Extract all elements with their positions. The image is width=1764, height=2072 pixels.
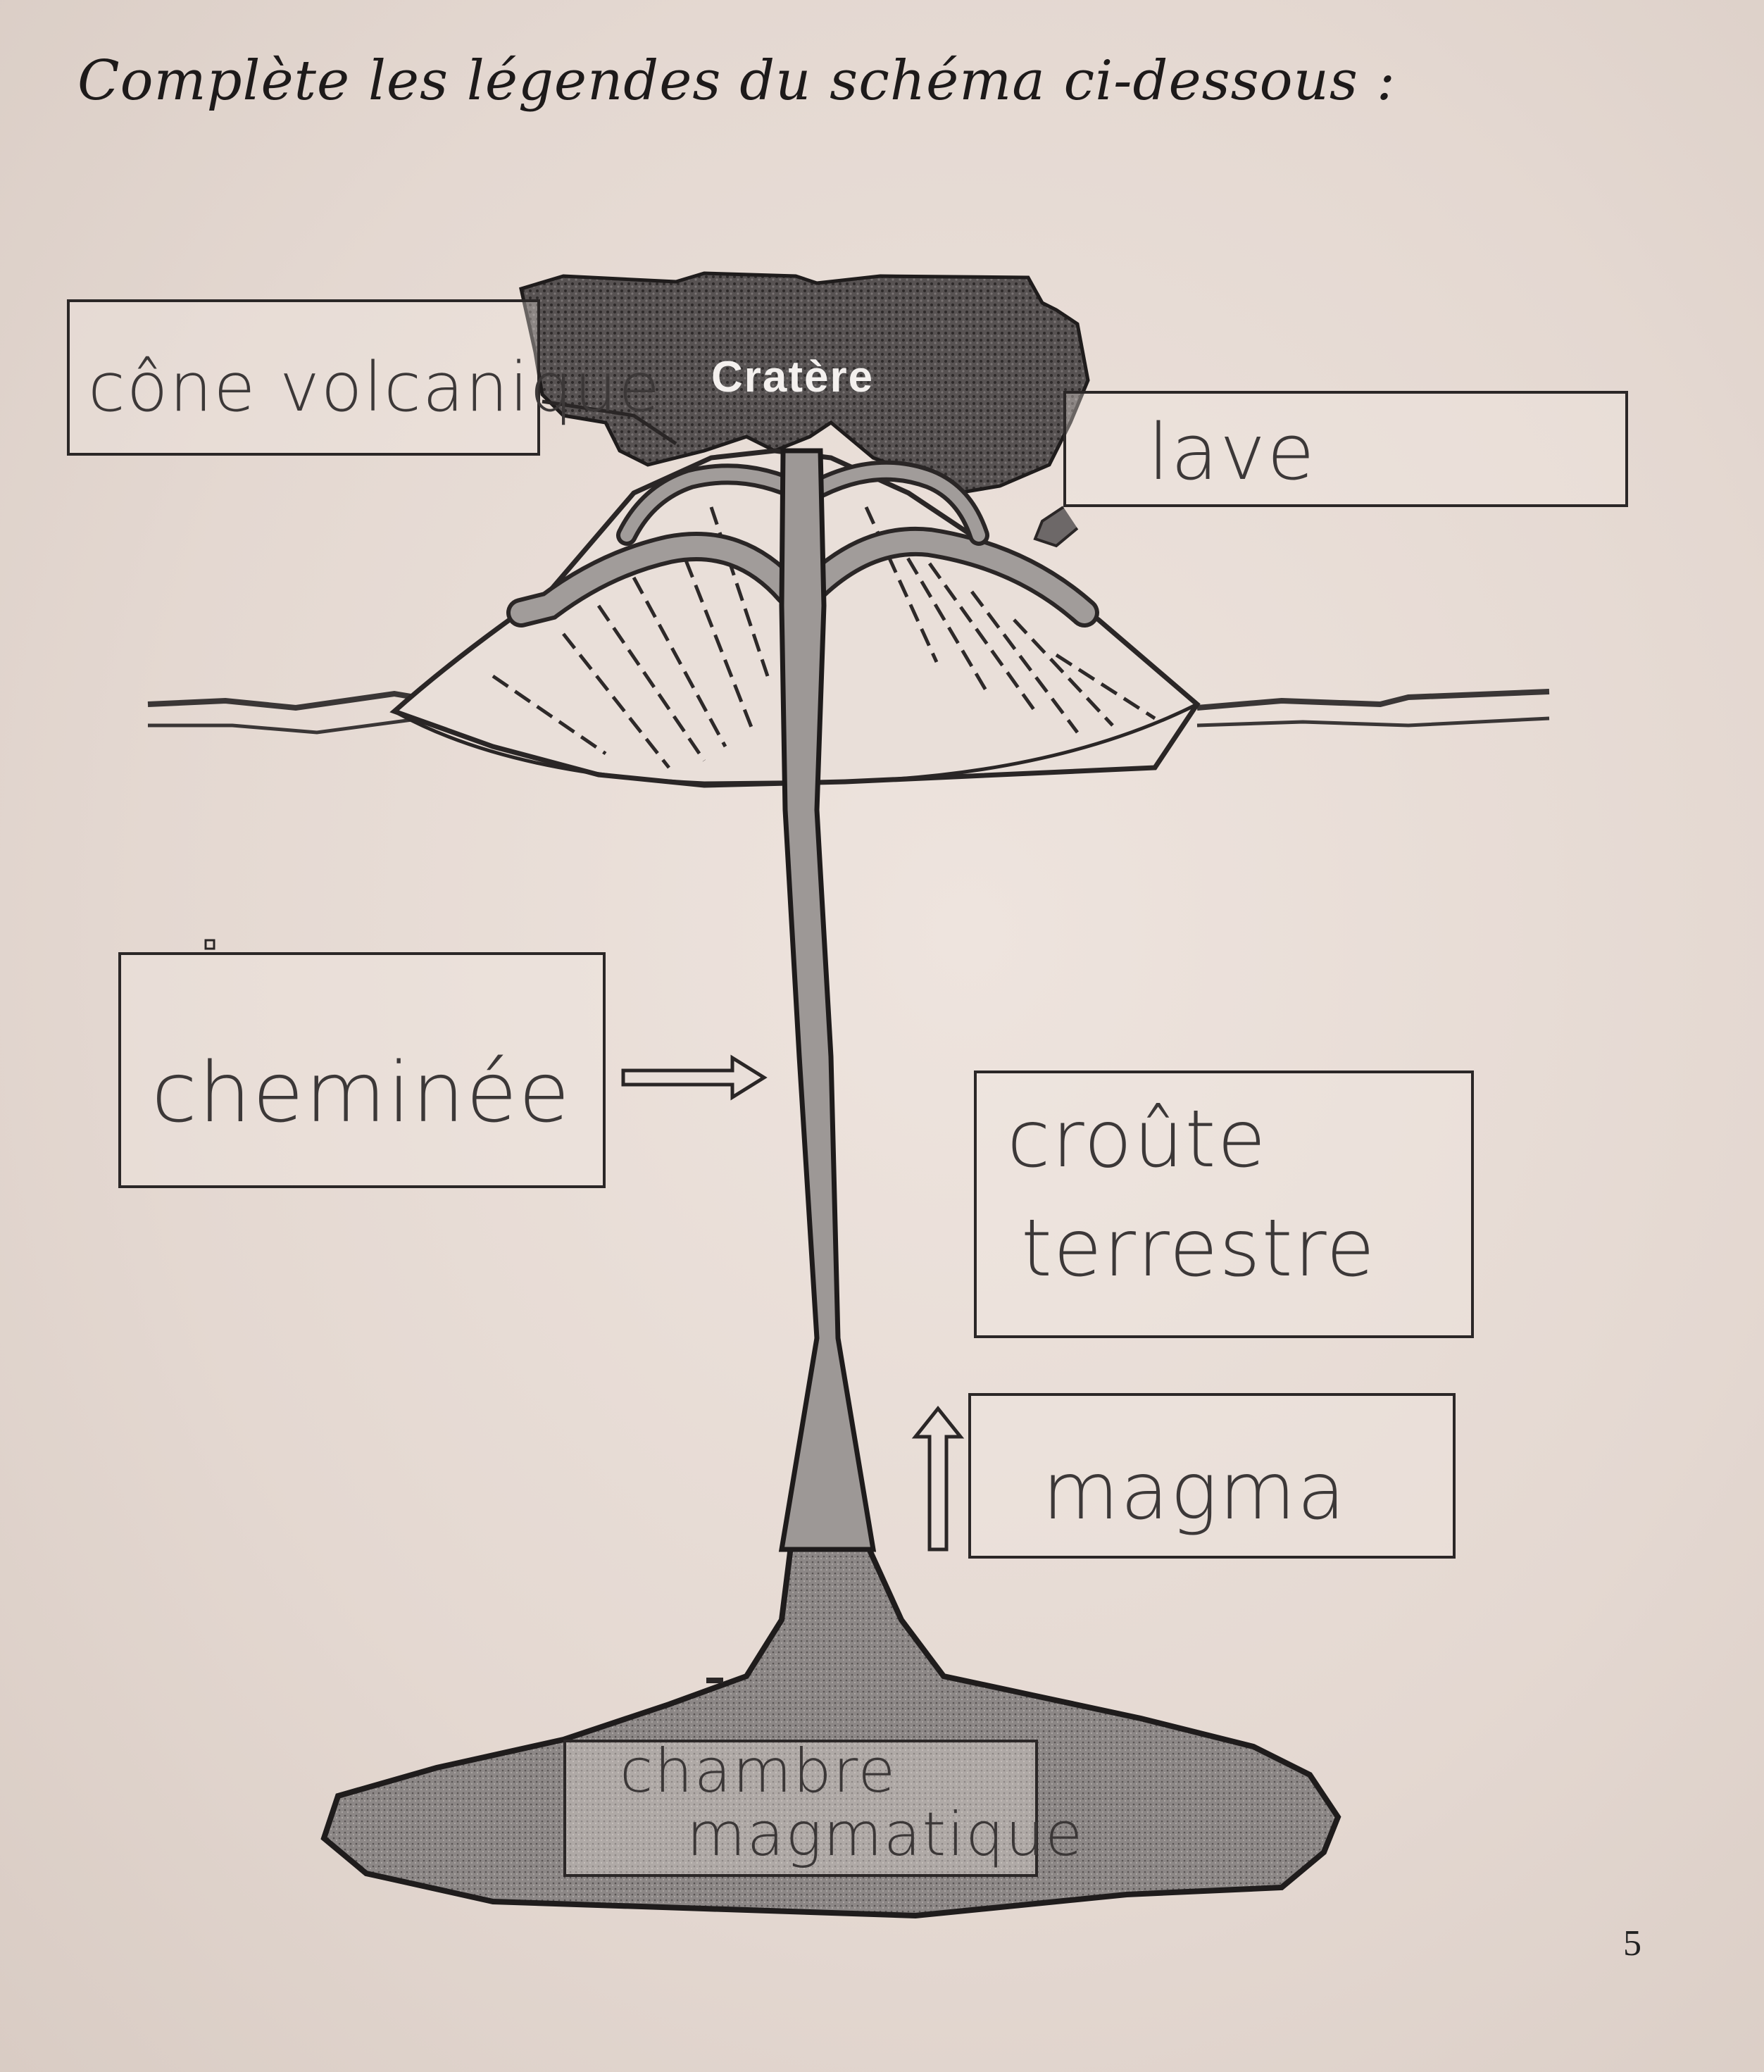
magma-arrow	[915, 1409, 961, 1549]
crater-label: Cratère	[711, 352, 874, 402]
answer-crust-line2: terrestre	[1021, 1208, 1376, 1291]
answer-cone: cône volcanique	[88, 352, 661, 423]
page-number: 5	[1623, 1923, 1641, 1964]
answer-chamber-line1: chambre	[620, 1740, 896, 1803]
answer-magma: magma	[1042, 1451, 1347, 1534]
answer-chimney: cheminée	[151, 1049, 571, 1137]
answer-chamber-line2: magmatique	[687, 1803, 1084, 1866]
chimney-arrow	[623, 1058, 764, 1097]
answer-lava: lave	[1148, 412, 1316, 494]
answer-crust-line1: croûte	[1007, 1099, 1268, 1182]
